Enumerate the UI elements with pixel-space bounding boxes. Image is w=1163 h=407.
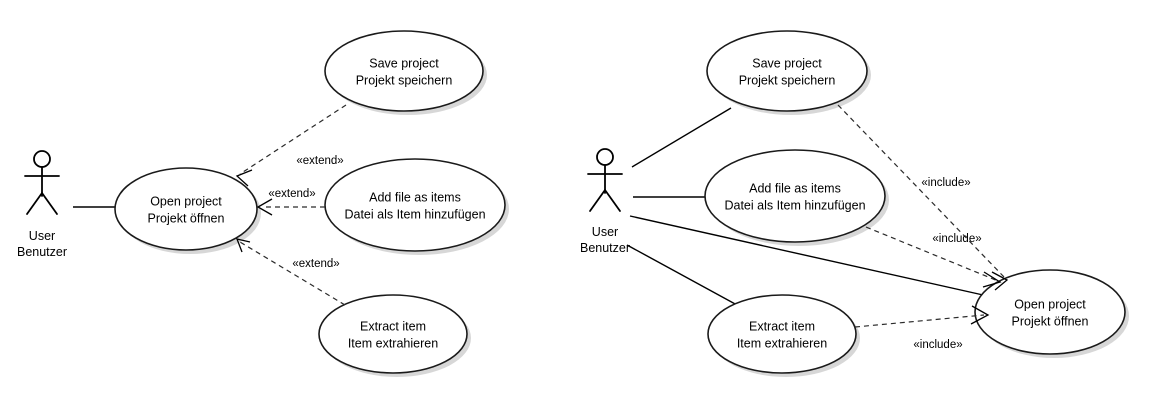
association-user-save-project-right[interactable] xyxy=(631,107,732,168)
stereotype-include: «include» xyxy=(913,339,962,351)
ellipse-outline xyxy=(704,149,886,243)
user-actor-left[interactable]: User Benutzer xyxy=(17,150,67,259)
ellipse-outline xyxy=(114,167,258,251)
actor-right-leg-line xyxy=(41,192,58,215)
user-actor-right[interactable]: User Benutzer xyxy=(580,148,630,255)
use-case-label-en: Save project xyxy=(369,56,439,70)
open-arrow-head xyxy=(991,271,1009,291)
dependency-line xyxy=(239,104,347,175)
open-arrow-head xyxy=(256,198,273,216)
use-case-label-de: Projekt öffnen xyxy=(148,211,225,225)
include-add-to-open[interactable]: «include» xyxy=(865,226,1002,288)
add-file-as-items-left[interactable]: Add file as items Datei als Item hinzufü… xyxy=(324,158,509,255)
use-case-label-de: Item extrahieren xyxy=(737,336,827,350)
dependency-line xyxy=(837,104,1006,279)
dependency-line xyxy=(854,314,985,328)
use-case-label-en: Extract item xyxy=(360,319,426,333)
use-case-label-en: Extract item xyxy=(749,319,815,333)
actor-label-de: Benutzer xyxy=(17,245,67,259)
ellipse-outline xyxy=(324,158,506,252)
use-case-label-de: Projekt öffnen xyxy=(1012,314,1089,328)
open-arrow-head xyxy=(235,238,251,253)
use-case-label-en: Save project xyxy=(752,56,822,70)
right-use-case-diagram: User Benutzer Save project Projekt speic… xyxy=(580,30,1129,377)
open-project-left[interactable]: Open project Projekt öffnen xyxy=(114,167,261,254)
ellipse-outline xyxy=(318,294,468,374)
use-case-label-de: Projekt speichern xyxy=(739,73,836,87)
ellipse-outline xyxy=(324,30,484,112)
stereotype-extend: «extend» xyxy=(292,258,339,270)
save-project-left[interactable]: Save project Projekt speichern xyxy=(324,30,487,115)
use-case-label-de: Projekt speichern xyxy=(356,73,453,87)
actor-label-en: User xyxy=(592,225,618,239)
extend-extract-to-open[interactable]: «extend» xyxy=(235,238,346,306)
actor-left-leg-line xyxy=(589,189,606,212)
actor-head-icon xyxy=(33,150,51,168)
use-case-label-en: Add file as items xyxy=(749,181,841,195)
open-project-right[interactable]: Open project Projekt öffnen xyxy=(974,269,1129,358)
ellipse-outline xyxy=(974,269,1126,355)
association-user-open-project-right[interactable] xyxy=(629,215,993,298)
ellipse-outline xyxy=(707,294,857,374)
use-case-label-de: Item extrahieren xyxy=(348,336,438,350)
dependency-line xyxy=(865,226,999,282)
save-project-right[interactable]: Save project Projekt speichern xyxy=(706,30,871,115)
use-case-label-en: Open project xyxy=(150,194,222,208)
stereotype-include: «include» xyxy=(921,177,970,189)
use-case-label-en: Open project xyxy=(1014,297,1086,311)
use-case-label-de: Datei als Item hinzufügen xyxy=(344,207,485,221)
actor-right-leg-line xyxy=(604,189,621,212)
stereotype-extend: «extend» xyxy=(296,155,343,167)
actor-head-icon xyxy=(596,148,614,166)
left-use-case-diagram: User Benutzer Open project Projekt öffne… xyxy=(17,30,509,377)
add-file-as-items-right[interactable]: Add file as items Datei als Item hinzufü… xyxy=(704,149,889,246)
include-extract-to-open[interactable]: «include» xyxy=(854,305,990,351)
stereotype-extend: «extend» xyxy=(268,188,315,200)
ellipse-outline xyxy=(706,30,868,112)
stereotype-include: «include» xyxy=(932,233,981,245)
extend-add-to-open[interactable]: «extend» xyxy=(256,188,325,216)
actor-left-leg-line xyxy=(26,192,43,215)
extract-item-right[interactable]: Extract item Item extrahieren xyxy=(707,294,860,377)
actor-label-en: User xyxy=(29,229,55,243)
open-arrow-head xyxy=(970,305,990,325)
open-arrow-head xyxy=(982,271,1002,288)
open-arrow-head xyxy=(235,169,253,187)
use-case-label-de: Datei als Item hinzufügen xyxy=(724,198,865,212)
extract-item-left[interactable]: Extract item Item extrahieren xyxy=(318,294,471,377)
actor-label-de: Benutzer xyxy=(580,241,630,255)
use-case-label-en: Add file as items xyxy=(369,190,461,204)
include-save-to-open[interactable]: «include» xyxy=(837,104,1009,291)
extend-save-to-open[interactable]: «extend» xyxy=(235,104,347,187)
dependency-line xyxy=(239,241,346,306)
association-user-extract-item-right[interactable] xyxy=(626,244,738,306)
